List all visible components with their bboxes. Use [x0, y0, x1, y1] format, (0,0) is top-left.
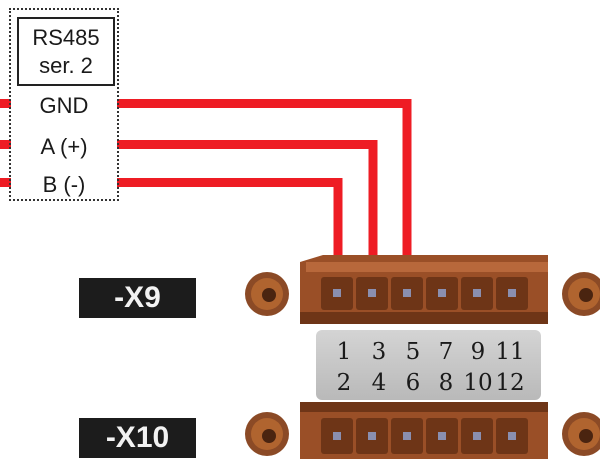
pin-number: 3 — [371, 339, 387, 365]
signal-label-a-plus: A (+) — [11, 134, 117, 160]
pin-number: 8 — [438, 370, 454, 396]
rs485-title: RS485 — [32, 25, 100, 50]
pin-number: 9 — [470, 339, 486, 365]
connector-label-x9: -X9 — [79, 278, 196, 318]
rs485-subtitle: ser. 2 — [39, 53, 93, 78]
pin-number: 1 — [336, 339, 352, 365]
wire-b-minus — [0, 178, 343, 258]
pin-number: 12 — [495, 370, 525, 396]
rs485-interface-group — [9, 8, 119, 201]
pin-row-x10 — [321, 418, 528, 454]
wire-gnd — [0, 99, 412, 258]
signal-label-gnd: GND — [11, 93, 117, 119]
wire-a-plus — [0, 140, 378, 258]
pin-number: 5 — [405, 339, 421, 365]
rs485-label-box: RS485 ser. 2 — [17, 17, 115, 86]
pin-number: 4 — [371, 370, 387, 396]
pin-row-x9 — [321, 277, 528, 310]
pin-number: 2 — [336, 370, 352, 396]
pin-number-plate: 1 3 5 7 9 11 2 4 6 8 10 12 — [316, 330, 541, 400]
connector-label-x10: -X10 — [79, 418, 196, 458]
pin-number: 6 — [405, 370, 421, 396]
pin-number: 11 — [495, 339, 525, 365]
pin-number: 10 — [463, 370, 493, 396]
connector-x10 — [245, 402, 600, 459]
signal-label-b-minus: B (-) — [11, 172, 117, 198]
pin-number: 7 — [438, 339, 454, 365]
connector-x9 — [245, 255, 600, 324]
